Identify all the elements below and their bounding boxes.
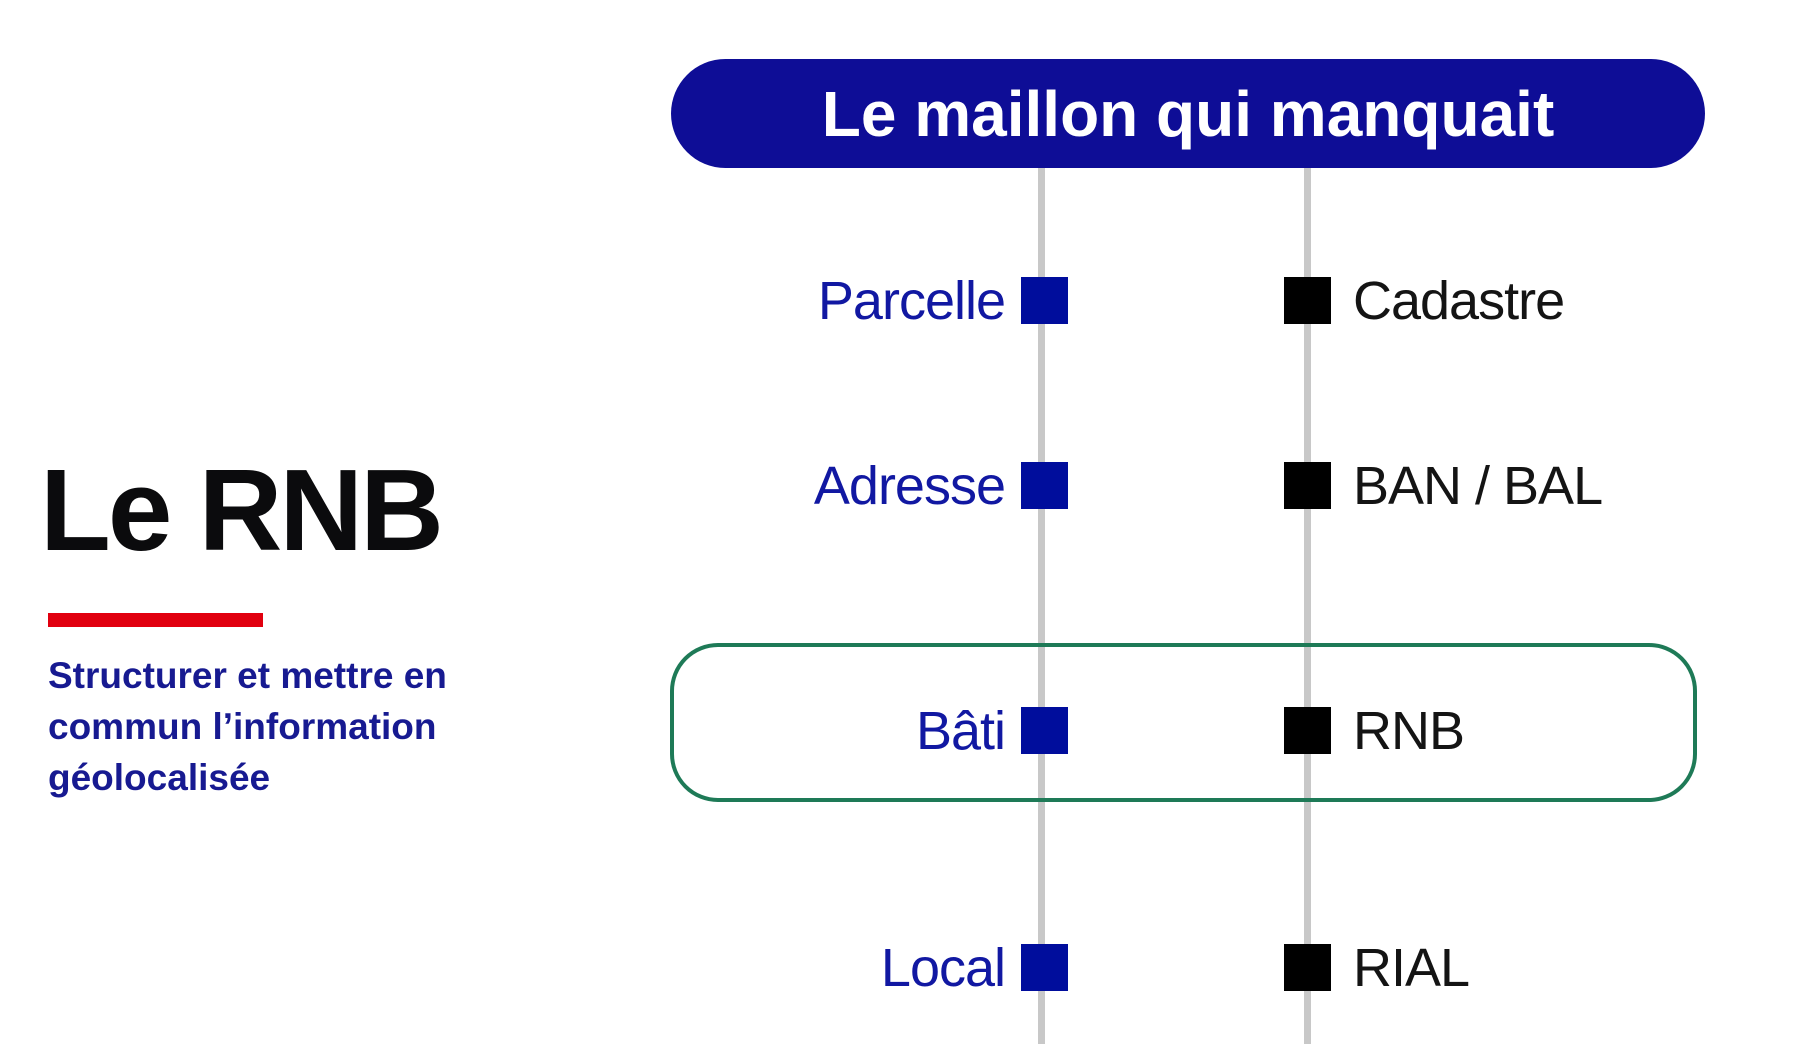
- accent-bar: [48, 613, 263, 627]
- concept-square-icon: [1021, 707, 1068, 754]
- diagram-header: Le maillon qui manquait: [671, 59, 1705, 168]
- concept-square-icon: [1021, 944, 1068, 991]
- concept-square-icon: [1021, 277, 1068, 324]
- register-label: RNB: [1353, 701, 1465, 761]
- diagram-row-bati: Bâti RNB: [0, 701, 1798, 761]
- page-subtitle: Structurer et mettre en commun l’informa…: [48, 655, 447, 799]
- register-square-icon: [1284, 944, 1331, 991]
- page-title: Le RNB: [40, 445, 444, 575]
- concept-label: Bâti: [915, 701, 1006, 761]
- diagram-row-adresse: Adresse BAN / BAL: [0, 456, 1798, 516]
- concept-axis-line: [1038, 168, 1045, 1044]
- register-label: Cadastre: [1353, 271, 1565, 331]
- diagram-header-label: Le maillon qui manquait: [821, 77, 1555, 150]
- register-axis-line: [1304, 168, 1311, 1044]
- register-label: RIAL: [1353, 938, 1470, 998]
- register-square-icon: [1284, 707, 1331, 754]
- concept-label: Parcelle: [817, 271, 1006, 331]
- concept-label: Adresse: [813, 456, 1006, 516]
- register-square-icon: [1284, 462, 1331, 509]
- diagram-row-parcelle: Parcelle Cadastre: [0, 271, 1798, 331]
- diagram-row-local: Local RIAL: [0, 938, 1798, 998]
- register-label: BAN / BAL: [1353, 456, 1603, 516]
- concept-label: Local: [880, 938, 1006, 998]
- concept-square-icon: [1021, 462, 1068, 509]
- highlight-box: [670, 643, 1697, 802]
- register-square-icon: [1284, 277, 1331, 324]
